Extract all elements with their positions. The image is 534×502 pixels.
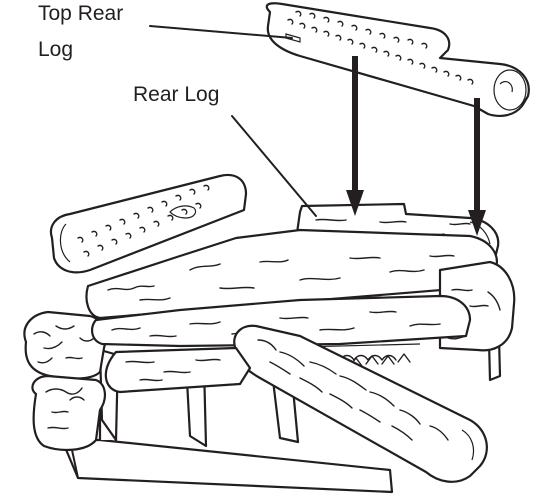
top-rear-log — [267, 3, 529, 116]
right-placement-arrow-shaft — [474, 98, 480, 216]
bottom-left-log — [32, 376, 105, 450]
left-placement-arrow-shaft — [352, 56, 358, 196]
left-front-log — [106, 348, 250, 392]
